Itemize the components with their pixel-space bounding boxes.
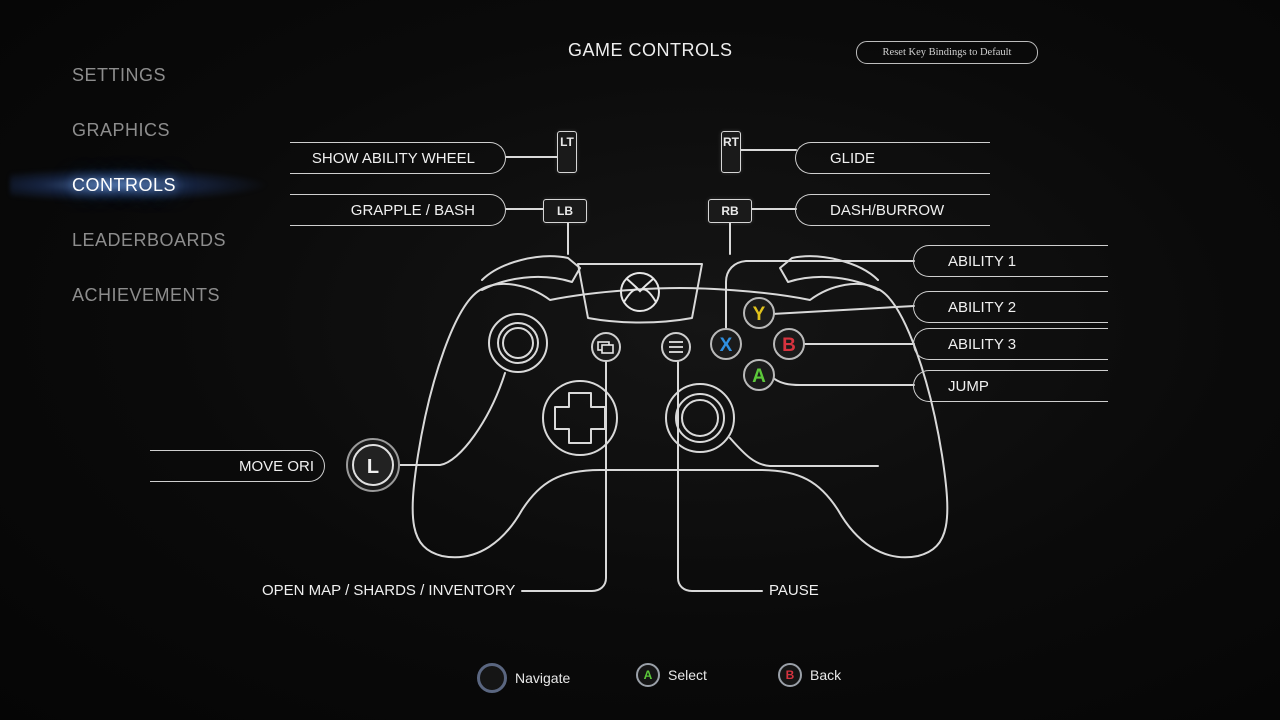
hint-select: A Select bbox=[636, 663, 707, 687]
page-title: GAME CONTROLS bbox=[568, 40, 733, 60]
xbox-plate bbox=[577, 263, 703, 324]
binding-rb-text: DASH/BURROW bbox=[830, 201, 945, 219]
x-button-glyph: X bbox=[720, 335, 733, 356]
menu-item-graphics[interactable]: GRAPHICS bbox=[72, 120, 171, 140]
a-button-icon: A bbox=[743, 359, 775, 391]
binding-rt-label[interactable]: GLIDE bbox=[795, 142, 990, 174]
view-button-icon bbox=[591, 332, 621, 362]
connector-x bbox=[725, 260, 915, 331]
binding-a-label[interactable]: JUMP bbox=[913, 370, 1108, 402]
binding-rb-label[interactable]: DASH/BURROW bbox=[795, 194, 990, 226]
reset-key-bindings-button[interactable]: Reset Key Bindings to Default bbox=[856, 41, 1038, 64]
left-stick-icon: L bbox=[346, 438, 400, 492]
connector-view bbox=[521, 361, 607, 592]
connector-menu bbox=[677, 361, 763, 592]
binding-a-text: JUMP bbox=[948, 377, 989, 395]
hint-navigate-label: Navigate bbox=[515, 670, 571, 686]
connector-right-stick bbox=[729, 437, 879, 467]
left-bumper-outline bbox=[481, 255, 581, 291]
menu-item-settings[interactable]: SETTINGS bbox=[72, 65, 167, 85]
lt-key: LT bbox=[557, 131, 577, 173]
binding-view-label[interactable]: OPEN MAP / SHARDS / INVENTORY bbox=[262, 582, 516, 599]
menu-item-controls[interactable]: CONTROLS bbox=[72, 175, 177, 195]
xbox-logo-icon bbox=[620, 272, 660, 312]
connector-y bbox=[771, 305, 915, 315]
a-hint-icon: A bbox=[636, 663, 660, 687]
binding-menu-label[interactable]: PAUSE bbox=[769, 582, 819, 599]
binding-lb-label[interactable]: GRAPPLE / BASH bbox=[290, 194, 506, 226]
binding-b-text: ABILITY 3 bbox=[948, 335, 1017, 353]
hint-back: B Back bbox=[778, 663, 841, 687]
active-menu-glow bbox=[10, 168, 270, 202]
binding-y-text: ABILITY 2 bbox=[948, 298, 1017, 316]
menu-item-leaderboards[interactable]: LEADERBOARDS bbox=[72, 230, 227, 250]
b-hint-icon: B bbox=[778, 663, 802, 687]
right-stick-hint-icon bbox=[477, 663, 507, 693]
hint-navigate: Navigate bbox=[477, 663, 570, 693]
binding-x-label[interactable]: ABILITY 1 bbox=[913, 245, 1108, 277]
binding-lb-text: GRAPPLE / BASH bbox=[350, 201, 475, 219]
menu-button-icon bbox=[661, 332, 691, 362]
controller-outline bbox=[411, 282, 949, 559]
a-button-glyph: A bbox=[752, 366, 766, 387]
y-button-icon: Y bbox=[743, 297, 775, 329]
x-button-icon: X bbox=[710, 328, 742, 360]
binding-rt-text: GLIDE bbox=[830, 149, 876, 167]
b-button-glyph: B bbox=[782, 335, 796, 356]
binding-x-text: ABILITY 1 bbox=[948, 252, 1017, 270]
binding-lt-text: SHOW ABILITY WHEEL bbox=[311, 149, 475, 167]
connector-left-stick bbox=[399, 372, 506, 466]
rb-key: RB bbox=[708, 199, 752, 223]
b-button-icon: B bbox=[773, 328, 805, 360]
hint-back-label: Back bbox=[810, 667, 842, 683]
right-bumper-outline bbox=[779, 255, 879, 291]
binding-b-label[interactable]: ABILITY 3 bbox=[913, 328, 1108, 360]
left-stick-glyph: L bbox=[367, 456, 379, 478]
binding-y-label[interactable]: ABILITY 2 bbox=[913, 291, 1108, 323]
binding-left-stick-label[interactable]: MOVE ORI bbox=[150, 450, 325, 482]
lb-key: LB bbox=[543, 199, 587, 223]
connector-a bbox=[771, 376, 915, 386]
y-button-glyph: Y bbox=[753, 304, 766, 325]
menu-item-achievements[interactable]: ACHIEVEMENTS bbox=[72, 285, 221, 305]
hint-select-label: Select bbox=[668, 667, 707, 683]
binding-left-stick-text: MOVE ORI bbox=[238, 457, 314, 475]
binding-lt-label[interactable]: SHOW ABILITY WHEEL bbox=[290, 142, 506, 174]
rt-key: RT bbox=[721, 131, 741, 173]
